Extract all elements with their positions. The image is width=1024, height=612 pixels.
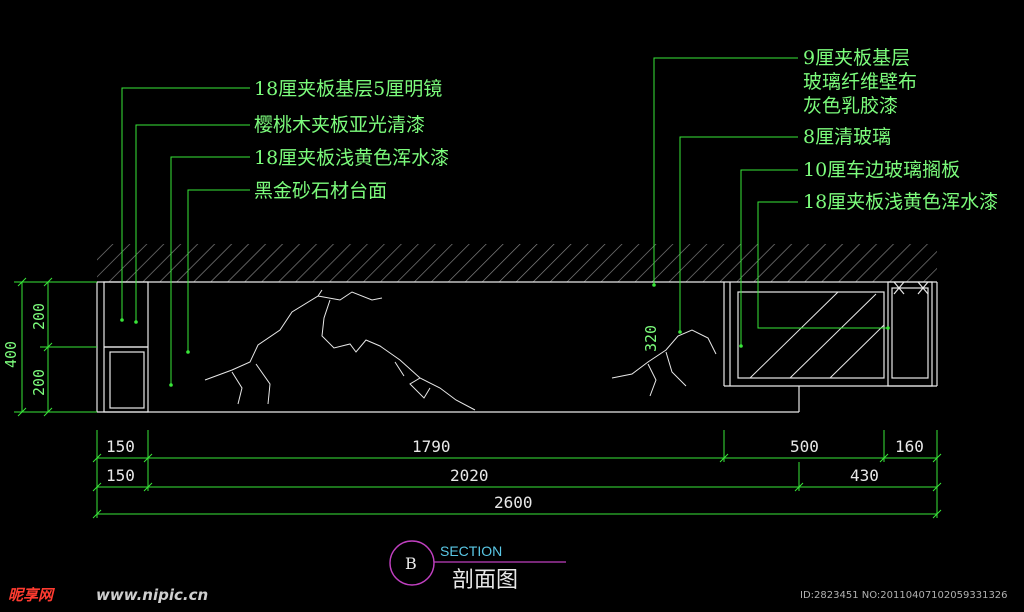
section-title-cn: 剖面图: [452, 568, 518, 593]
callout-left-2: 樱桃木夹板亚光清漆: [254, 114, 425, 136]
dim-vertical-upper: 200: [30, 303, 48, 330]
vertical-dimension: [14, 277, 97, 417]
callout-right-2: 玻璃纤维壁布: [803, 71, 917, 93]
callouts-right: 9厘夹板基层 玻璃纤维壁布 灰色乳胶漆 8厘清玻璃 10厘车边玻璃搁板 18厘夹…: [803, 47, 998, 213]
dim-vertical-lower: 200: [30, 369, 48, 396]
stone-texture: [204, 289, 717, 411]
dim-row1-a: 150: [106, 437, 135, 456]
callout-right-4: 8厘清玻璃: [803, 126, 891, 148]
horizontal-dimensions: [92, 430, 942, 519]
dim-total: 2600: [494, 493, 533, 512]
section-marker-circle: [389, 540, 435, 586]
callout-left-4: 黑金砂石材台面: [254, 180, 387, 202]
dim-interior: 320: [642, 325, 660, 352]
callout-right-5: 10厘车边玻璃搁板: [803, 159, 960, 181]
leader-dots: [120, 283, 890, 387]
callouts-left: 18厘夹板基层5厘明镜 樱桃木夹板亚光清漆 18厘夹板浅黄色浑水漆 黑金砂石材台…: [254, 78, 449, 202]
callout-left-1: 18厘夹板基层5厘明镜: [254, 78, 442, 100]
dim-row1-c: 500: [790, 437, 819, 456]
section-letter: B: [405, 554, 417, 573]
dim-row2-c: 430: [850, 466, 879, 485]
watermark-logo: 昵享网: [8, 586, 56, 604]
dim-row2-a: 150: [106, 466, 135, 485]
callout-left-3: 18厘夹板浅黄色浑水漆: [254, 147, 449, 169]
callout-right-6: 18厘夹板浅黄色浑水漆: [803, 191, 998, 213]
section-title-en: SECTION: [440, 543, 502, 559]
callout-right-3: 灰色乳胶漆: [803, 95, 898, 117]
dim-row1-d: 160: [895, 437, 924, 456]
dim-vertical-total: 400: [2, 341, 20, 368]
callout-right-1: 9厘夹板基层: [803, 47, 910, 69]
watermark-url: www.nipic.cn: [96, 586, 208, 604]
dim-row1-b: 1790: [412, 437, 451, 456]
dim-row2-b: 2020: [450, 466, 489, 485]
ceiling-hatch: [97, 244, 937, 282]
leader-lines: [121, 57, 888, 385]
glass-hatching: [749, 291, 885, 379]
watermark-id: ID:2823451 NO:20110407102059331326: [800, 590, 1008, 601]
cabinet-outline: [96, 281, 938, 413]
